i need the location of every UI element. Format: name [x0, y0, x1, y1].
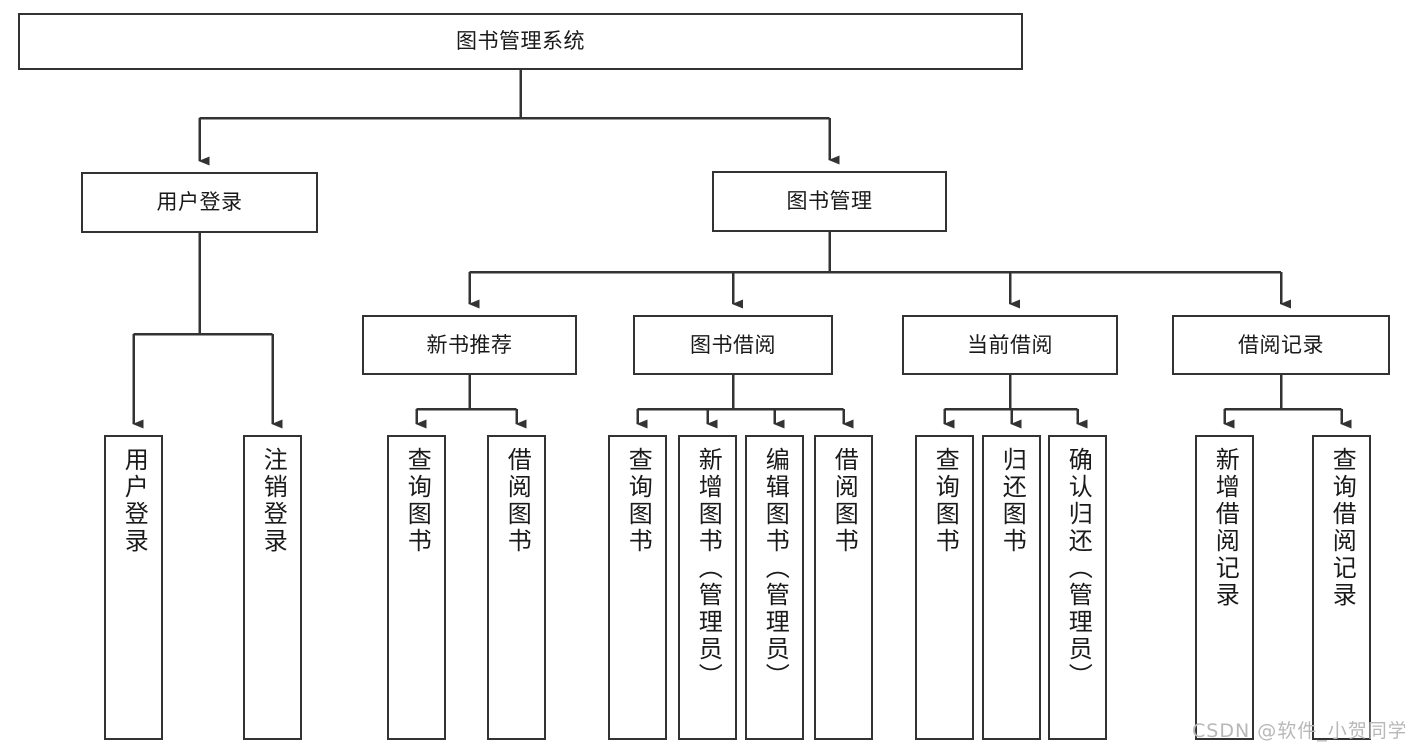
- node-label: 图书管理: [786, 189, 873, 214]
- node-add-borrow-record[interactable]: 新增借阅记录: [1195, 435, 1254, 740]
- node-add-book-admin[interactable]: 新增图书（管理员）: [678, 435, 737, 740]
- node-label: 当前借阅: [967, 332, 1053, 357]
- node-label: 图书管理系统: [456, 29, 585, 54]
- node-borrow-book-action[interactable]: 借阅图书: [814, 435, 873, 740]
- node-edit-book-admin[interactable]: 编辑图书（管理员）: [745, 435, 804, 740]
- node-label: 查询图书: [931, 447, 960, 555]
- node-label: 新增借阅记录: [1211, 447, 1240, 609]
- node-label: 查询借阅记录: [1328, 447, 1357, 609]
- node-label: 新增图书（管理员）: [694, 447, 723, 690]
- node-book-borrow[interactable]: 图书借阅: [633, 315, 833, 375]
- node-current-borrow[interactable]: 当前借阅: [902, 315, 1118, 375]
- node-borrow-record[interactable]: 借阅记录: [1172, 315, 1390, 375]
- node-label: 图书借阅: [690, 332, 776, 357]
- node-label: 查询图书: [624, 447, 653, 555]
- node-query-borrow-record[interactable]: 查询借阅记录: [1312, 435, 1371, 740]
- node-return-book[interactable]: 归还图书: [982, 435, 1041, 740]
- node-query-book-recommend[interactable]: 查询图书: [387, 435, 446, 740]
- node-borrow-book-recommend[interactable]: 借阅图书: [487, 435, 546, 740]
- node-new-book-recommend[interactable]: 新书推荐: [362, 315, 577, 375]
- node-root-system[interactable]: 图书管理系统: [18, 13, 1023, 70]
- node-user-login[interactable]: 用户登录: [81, 172, 318, 233]
- node-user-login-action[interactable]: 用户登录: [104, 435, 163, 740]
- node-book-management[interactable]: 图书管理: [712, 171, 947, 232]
- node-label: 新书推荐: [426, 332, 513, 357]
- node-label: 查询图书: [403, 447, 432, 555]
- node-label: 确认归还（管理员）: [1064, 447, 1093, 690]
- node-label: 用户登录: [156, 190, 243, 215]
- node-label: 编辑图书（管理员）: [761, 447, 790, 690]
- node-label: 注销登录: [259, 447, 288, 555]
- node-label: 用户登录: [120, 447, 149, 555]
- node-logout-action[interactable]: 注销登录: [243, 435, 302, 740]
- node-label: 借阅记录: [1238, 332, 1324, 357]
- node-query-book-current[interactable]: 查询图书: [915, 435, 974, 740]
- node-label: 归还图书: [998, 447, 1027, 555]
- node-label: 借阅图书: [830, 447, 859, 555]
- node-confirm-return-admin[interactable]: 确认归还（管理员）: [1048, 435, 1107, 740]
- node-query-book-borrow[interactable]: 查询图书: [608, 435, 667, 740]
- node-label: 借阅图书: [503, 447, 532, 555]
